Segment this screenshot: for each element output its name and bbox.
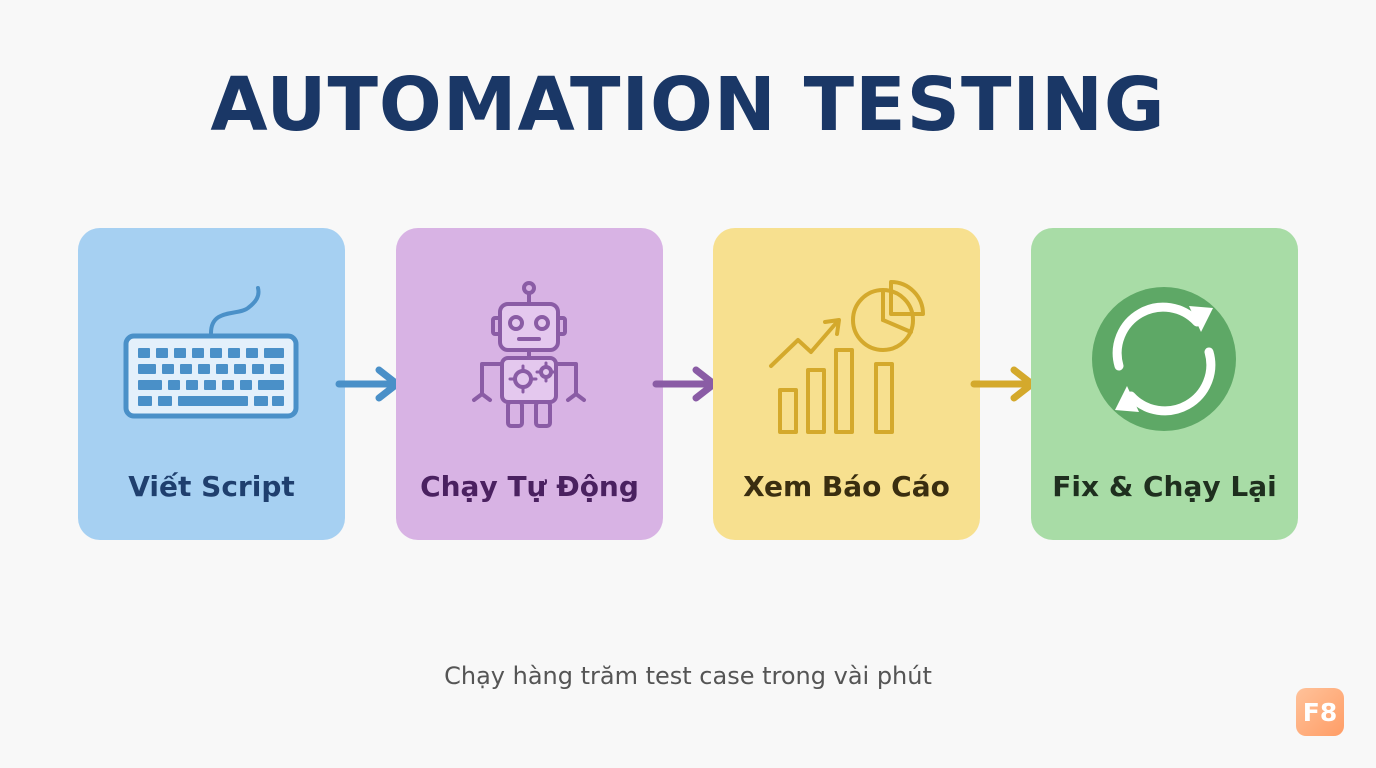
step-card-fix-and-rerun: Fix & Chạy Lại	[1031, 228, 1298, 540]
step-label: Viết Script	[128, 470, 295, 503]
f8-logo: F8	[1296, 688, 1344, 736]
step-label: Xem Báo Cáo	[743, 470, 950, 503]
refresh-cycle-icon	[1031, 278, 1298, 438]
step-label: Chạy Tự Động	[420, 470, 639, 503]
step-card-write-script: Viết Script	[78, 228, 345, 540]
step-card-view-report: Xem Báo Cáo	[713, 228, 980, 540]
chart-report-icon	[713, 278, 980, 438]
step-card-run-automatically: Chạy Tự Động	[396, 228, 663, 540]
keyboard-icon	[78, 278, 345, 438]
step-label: Fix & Chạy Lại	[1052, 470, 1277, 503]
page-title: AUTOMATION TESTING	[210, 62, 1166, 148]
robot-icon	[396, 278, 663, 438]
subtitle: Chạy hàng trăm test case trong vài phút	[444, 662, 932, 690]
